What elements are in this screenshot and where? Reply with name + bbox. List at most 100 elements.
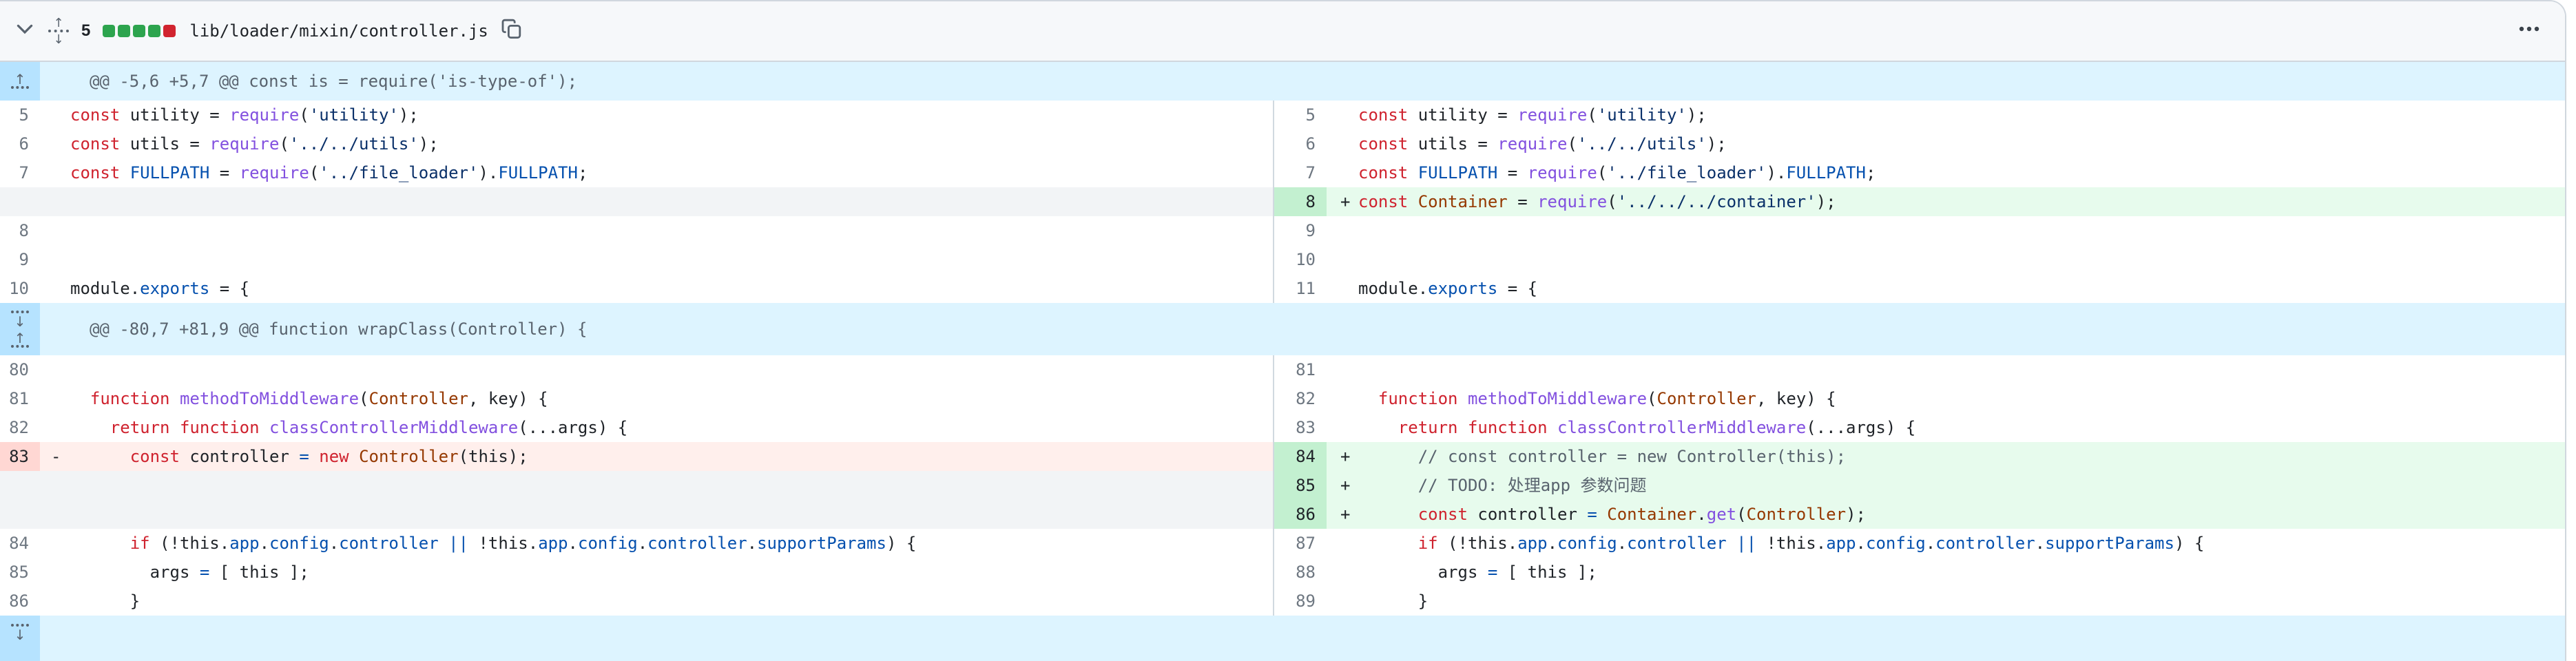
line-number[interactable]: 5: [19, 105, 29, 125]
hunk-header-row: ↑@@ -5,6 +5,7 @@ const is = require('is-…: [0, 62, 2565, 101]
expand-down-button[interactable]: ↓: [11, 309, 29, 328]
copy-path-button[interactable]: [501, 18, 523, 45]
diff-marker: +: [1327, 187, 1358, 216]
new-line-cell: 8+const Container = require('../../../co…: [1273, 187, 2565, 216]
line-number[interactable]: 85: [1274, 471, 1327, 500]
diff-marker: +: [1327, 471, 1358, 500]
file-options-button[interactable]: [2518, 18, 2540, 45]
old-line-cell: 7 const FULLPATH = require('../file_loade…: [0, 158, 1273, 187]
old-line-cell: [0, 187, 1273, 216]
line-number[interactable]: 84: [9, 534, 29, 553]
old-line-cell: 84 if (!this.app.config.controller || !t…: [0, 529, 1273, 558]
code-line: }: [1358, 591, 1429, 611]
diffstat-added-square: [118, 25, 131, 37]
old-line-cell: 85 args = [ this ];: [0, 558, 1273, 587]
line-number[interactable]: 84: [1274, 442, 1327, 471]
diff-marker: [1327, 158, 1358, 187]
fold-down-icon: ↓: [11, 622, 29, 642]
code-line: const Container = require('../../../cont…: [1358, 187, 2565, 216]
line-number[interactable]: 9: [19, 250, 29, 269]
line-number[interactable]: 8: [1274, 187, 1327, 216]
line-number[interactable]: 86: [9, 591, 29, 611]
drag-grip-icon[interactable]: ↑↓: [48, 17, 69, 46]
code-line: [70, 355, 1273, 384]
diffstat-added-square: [103, 25, 116, 37]
diff-marker: -: [40, 442, 70, 471]
new-line-cell: 87 if (!this.app.config.controller || !t…: [1273, 529, 2565, 558]
line-number[interactable]: 5: [1305, 105, 1316, 125]
code-line: [1358, 355, 2565, 384]
line-number[interactable]: 89: [1296, 591, 1316, 611]
code-line: if (!this.app.config.controller || !this…: [129, 534, 917, 553]
diff-marker: [40, 558, 70, 587]
diff-marker: [40, 413, 70, 442]
line-number[interactable]: 6: [19, 134, 29, 154]
line-number[interactable]: 83: [1296, 418, 1316, 437]
code-line: module.exports = {: [70, 279, 250, 298]
diff-marker: [40, 245, 70, 274]
diff-marker: [40, 384, 70, 413]
diff-marker: [40, 216, 70, 245]
line-number[interactable]: 87: [1296, 534, 1316, 553]
collapse-file-button[interactable]: [14, 18, 36, 45]
old-line-cell: [0, 500, 1273, 529]
fold-down-icon: ↓: [11, 309, 29, 328]
line-number[interactable]: 85: [9, 563, 29, 582]
diff-marker: [40, 101, 70, 129]
new-line-cell: 83 return function classControllerMiddle…: [1273, 413, 2565, 442]
diff-marker: [1327, 558, 1358, 587]
old-line-cell: 83- const controller = new Controller(th…: [0, 442, 1273, 471]
expand-gutter: ↓↑: [0, 303, 40, 355]
line-number[interactable]: 80: [9, 360, 29, 379]
diff-marker: [1327, 355, 1358, 384]
code-line: function methodToMiddleware(Controller, …: [1378, 389, 1836, 408]
fold-up-icon: ↑: [11, 331, 29, 349]
old-line-cell: 86 }: [0, 587, 1273, 616]
diff-row: 82 return function classControllerMiddle…: [0, 413, 2565, 442]
code-line: const utils = require('../../utils');: [1358, 134, 1727, 154]
copy-icon: [501, 18, 523, 45]
line-number[interactable]: 7: [19, 163, 29, 182]
new-line-cell: 86+ const controller = Container.get(Con…: [1273, 500, 2565, 529]
line-number[interactable]: 7: [1305, 163, 1316, 182]
line-number[interactable]: 86: [1274, 500, 1327, 529]
line-number[interactable]: 8: [19, 221, 29, 240]
expand-gutter: ↑: [0, 62, 40, 101]
changes-count: 5: [81, 21, 91, 40]
new-line-cell: 81: [1273, 355, 2565, 384]
line-number[interactable]: 83: [0, 442, 40, 471]
expand-up-button[interactable]: ↑: [11, 331, 29, 349]
diffstat-removed-square: [163, 25, 176, 37]
diffstat: [103, 25, 176, 37]
new-line-cell: 9: [1273, 216, 2565, 245]
line-number[interactable]: 81: [9, 389, 29, 408]
expand-down-button[interactable]: ↓: [11, 622, 29, 642]
code-line: return function classControllerMiddlewar…: [1398, 418, 1916, 437]
new-line-cell: 10: [1273, 245, 2565, 274]
line-number[interactable]: 10: [9, 279, 29, 298]
fold-up-icon: ↑: [11, 72, 29, 90]
diff-row: 85+ // TODO: 处理app 参数问题: [0, 471, 2565, 500]
line-number[interactable]: 11: [1296, 279, 1316, 298]
line-number[interactable]: 81: [1296, 360, 1316, 379]
diff-row: 8+const Container = require('../../../co…: [0, 187, 2565, 216]
expand-gutter: ↓: [0, 616, 40, 661]
file-header: ↑↓ 5 lib/loader/mixin/controller.js: [0, 1, 2565, 62]
line-number[interactable]: 88: [1296, 563, 1316, 582]
line-number[interactable]: 6: [1305, 134, 1316, 154]
line-number[interactable]: 82: [1296, 389, 1316, 408]
code-line: const controller = new Controller(this);: [70, 442, 1273, 471]
code-line: const FULLPATH = require('../file_loader…: [70, 163, 588, 182]
line-number[interactable]: 82: [9, 418, 29, 437]
line-number[interactable]: 9: [1305, 221, 1316, 240]
old-line-cell: 82 return function classControllerMiddle…: [0, 413, 1273, 442]
line-number[interactable]: 10: [1296, 250, 1316, 269]
diffstat-added-square: [148, 25, 161, 37]
expand-up-button[interactable]: ↑: [11, 72, 29, 90]
